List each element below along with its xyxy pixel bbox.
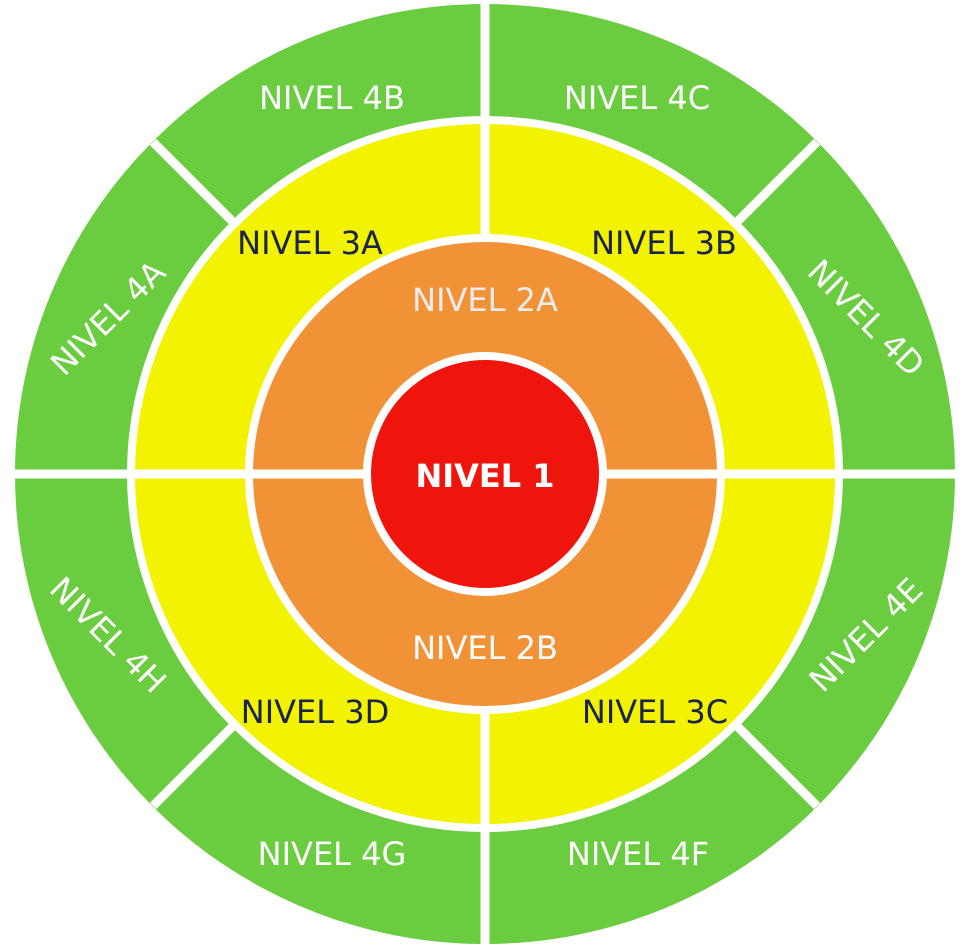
separator-diagonal-ne: [731, 138, 821, 228]
label-nivel-2b: NIVEL 2B: [412, 629, 558, 667]
label-nivel-3b: NIVEL 3B: [591, 224, 737, 262]
label-nivel-4g: NIVEL 4G: [258, 835, 407, 873]
label-nivel-4c: NIVEL 4C: [564, 79, 710, 117]
core-level-1: [363, 352, 607, 596]
separator-diagonal-sw: [149, 720, 239, 810]
ring-border-2: [245, 234, 725, 714]
separator-diagonal-se: [731, 720, 821, 810]
label-nivel-1: NIVEL 1: [415, 457, 554, 495]
label-nivel-3d: NIVEL 3D: [241, 693, 389, 731]
label-nivel-4b: NIVEL 4B: [259, 79, 405, 117]
label-nivel-3a: NIVEL 3A: [237, 224, 383, 262]
label-nivel-4f: NIVEL 4F: [567, 835, 709, 873]
ring-border-3: [127, 116, 843, 832]
separator-diagonal-nw: [149, 138, 239, 228]
label-nivel-3c: NIVEL 3C: [582, 693, 728, 731]
label-nivel-2a: NIVEL 2A: [412, 281, 558, 319]
